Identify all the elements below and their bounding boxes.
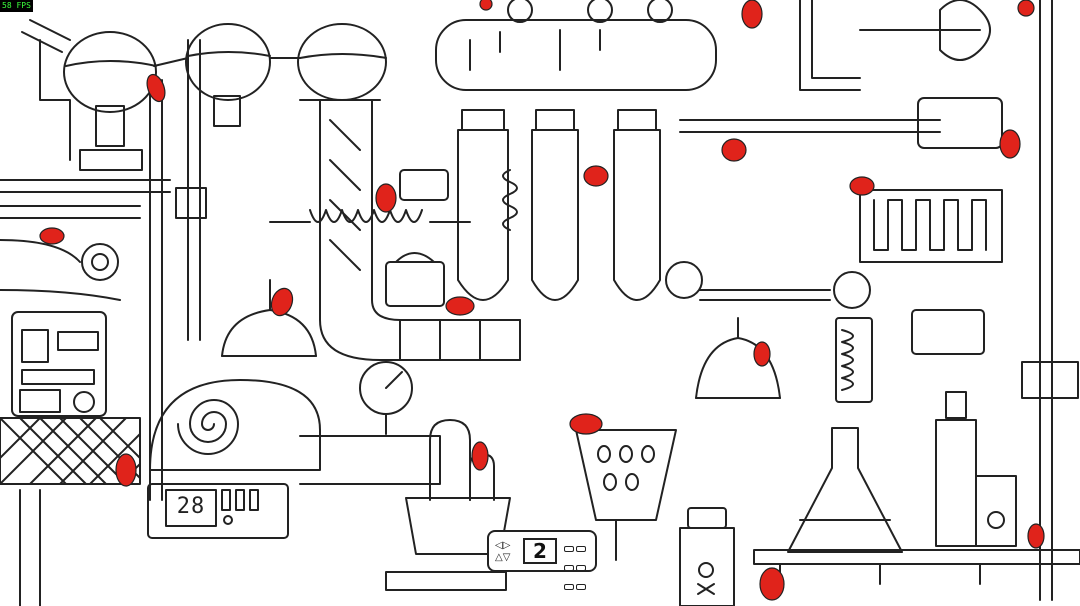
coil-spring [269,169,471,223]
poison-bottle [679,507,735,606]
reactor-columns [457,109,661,301]
pipes-right [665,0,1053,601]
round-flask-group [21,19,387,171]
red-rat-5[interactable] [445,296,475,316]
control-box-left [11,311,107,417]
fps-counter: 58 FPS [0,0,33,12]
shelf-right [753,549,1080,585]
red-rat-11[interactable] [1017,0,1035,17]
left-pipes [0,39,207,501]
erlenmeyer-flask [787,427,903,553]
red-rat-3[interactable] [268,285,296,318]
red-rat-10[interactable] [999,129,1021,159]
right-device-box [911,97,1079,399]
red-rat-12[interactable] [753,341,771,367]
red-rat-15[interactable] [115,453,137,487]
pressure-pot [385,252,445,307]
red-rat-6[interactable] [583,165,609,187]
red-rat-13[interactable] [569,413,603,435]
spiral-horn [149,379,441,485]
red-rat-8[interactable] [721,138,747,162]
red-rat-17[interactable] [1027,523,1045,549]
top-tank [435,0,717,91]
spiral-condenser [833,271,873,403]
red-rat-14[interactable] [471,441,489,471]
red-rat-18[interactable] [479,0,493,11]
found-counter-panel: ◁▷△▽ 2 [487,530,597,590]
big-pipe-middle [299,99,521,361]
hanging-lamp-left [221,279,317,357]
hanging-lamp-right [695,317,781,399]
wire-basket [575,429,677,561]
radiator-coil [859,189,1003,263]
mesh-tube [0,417,141,606]
red-rat-9[interactable] [849,176,875,196]
digital-display-unit [147,483,289,539]
digital-display-value: 28 [176,494,206,519]
bottle-tall [935,391,977,547]
red-rat-7[interactable] [741,0,763,29]
button-grid-icon [563,538,591,590]
red-rat-2[interactable] [39,227,65,245]
found-counter-value: 2 [523,538,557,564]
arrow-pad-icon: ◁▷△▽ [495,540,511,563]
bottle-short [975,475,1017,547]
pressure-gauge [359,361,413,435]
red-rat-1[interactable] [144,72,169,104]
red-rat-4[interactable] [375,183,397,213]
red-rat-16[interactable] [759,567,785,601]
